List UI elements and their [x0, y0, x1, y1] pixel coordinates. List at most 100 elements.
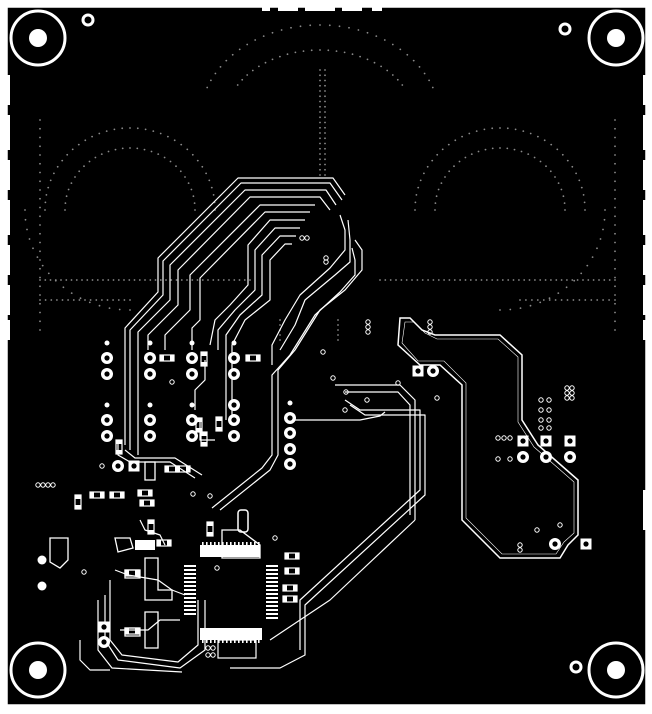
smd-array	[217, 639, 257, 659]
stitching-via	[136, 147, 139, 150]
stitching-via	[591, 256, 594, 258]
mounting-hole-top-right	[587, 9, 645, 67]
stitching-via	[56, 165, 59, 168]
stitching-via	[36, 256, 39, 258]
stitching-via	[484, 148, 487, 151]
stitching-via	[117, 279, 120, 281]
stitching-via	[432, 279, 435, 281]
regulator-footprints	[49, 461, 261, 649]
smd-pad	[110, 492, 114, 498]
stitching-via	[441, 148, 444, 151]
stitching-via	[614, 162, 616, 165]
stitching-via	[324, 105, 326, 108]
stitching-via	[416, 279, 419, 281]
stitching-via	[319, 74, 321, 77]
ic-pin	[218, 542, 220, 547]
stitching-via	[614, 215, 616, 218]
smd-pad	[125, 570, 129, 576]
test-point	[287, 400, 293, 406]
ic-pin	[202, 542, 204, 547]
signal-via	[45, 482, 51, 488]
stitching-via	[212, 194, 215, 196]
stitching-via	[529, 132, 532, 135]
stitching-via	[614, 119, 616, 121]
stitching-via	[324, 90, 326, 92]
stitching-via	[417, 186, 420, 189]
stitching-via	[44, 279, 47, 281]
stitching-via	[123, 299, 126, 301]
ic-pins	[202, 542, 260, 643]
stitching-via	[560, 188, 563, 191]
stitching-via	[412, 59, 415, 62]
stitching-via	[201, 165, 204, 168]
stitching-via	[279, 55, 281, 58]
stitching-via	[431, 159, 434, 162]
pad-drill	[520, 438, 526, 444]
stitching-via	[271, 31, 274, 34]
stitching-via	[39, 250, 41, 253]
stitching-via	[338, 25, 341, 28]
stitching-via	[112, 299, 114, 301]
ic-pin	[250, 638, 252, 643]
pad-drill	[567, 454, 573, 460]
stitching-via	[67, 299, 69, 301]
stitching-via	[614, 279, 616, 281]
stitching-via	[47, 186, 50, 189]
stitching-via	[566, 279, 568, 281]
smd-pad	[201, 362, 207, 366]
stitching-via	[580, 186, 583, 189]
stitching-via	[258, 65, 260, 68]
smd-ic-pad-row	[200, 628, 262, 640]
signal-via	[507, 456, 513, 462]
pad-drill	[287, 461, 293, 467]
stitching-via	[556, 148, 559, 151]
stitching-via	[324, 147, 326, 150]
stitching-via	[437, 188, 440, 191]
stitching-via	[324, 95, 326, 98]
stitching-via	[519, 299, 521, 301]
stitching-via	[279, 319, 281, 321]
pad-drill	[430, 368, 436, 374]
stitching-via	[72, 299, 75, 301]
stitching-via	[375, 35, 378, 37]
stitching-via	[337, 339, 339, 341]
stitching-via	[64, 209, 66, 211]
stitching-via	[39, 197, 41, 200]
stitching-via	[91, 279, 94, 281]
signal-via	[343, 389, 349, 395]
stitching-via	[411, 279, 413, 281]
stitching-via	[60, 279, 62, 281]
signal-via	[546, 425, 552, 431]
stitching-via	[614, 299, 616, 301]
stitching-via	[98, 132, 101, 135]
stitching-via	[114, 148, 117, 151]
stitching-via	[302, 50, 305, 52]
stitching-vias	[24, 24, 616, 341]
stitching-via	[299, 25, 302, 28]
stitching-via	[485, 279, 488, 281]
stitching-via	[506, 147, 509, 150]
stitching-via	[324, 158, 326, 161]
stitching-via	[196, 159, 199, 162]
stitching-via	[77, 143, 80, 146]
smd-pad	[116, 440, 122, 444]
test-point	[104, 402, 110, 408]
smd-pad	[150, 500, 154, 506]
stitching-via	[241, 78, 244, 81]
stitching-via	[163, 156, 166, 159]
stitching-via	[212, 279, 215, 281]
stitching-via	[468, 132, 471, 135]
smd-pad	[295, 553, 299, 559]
stitching-via	[499, 147, 501, 149]
smd-pad	[283, 585, 287, 591]
stitching-via	[418, 66, 421, 68]
stitching-via	[222, 279, 225, 281]
smd-pad	[186, 466, 190, 472]
stitching-via	[548, 299, 551, 301]
stitching-via	[357, 29, 360, 31]
stitching-via	[118, 308, 121, 311]
ic-pin	[206, 638, 208, 643]
stitching-via	[196, 279, 199, 281]
smd-pad	[167, 540, 171, 546]
stitching-via	[39, 299, 41, 301]
